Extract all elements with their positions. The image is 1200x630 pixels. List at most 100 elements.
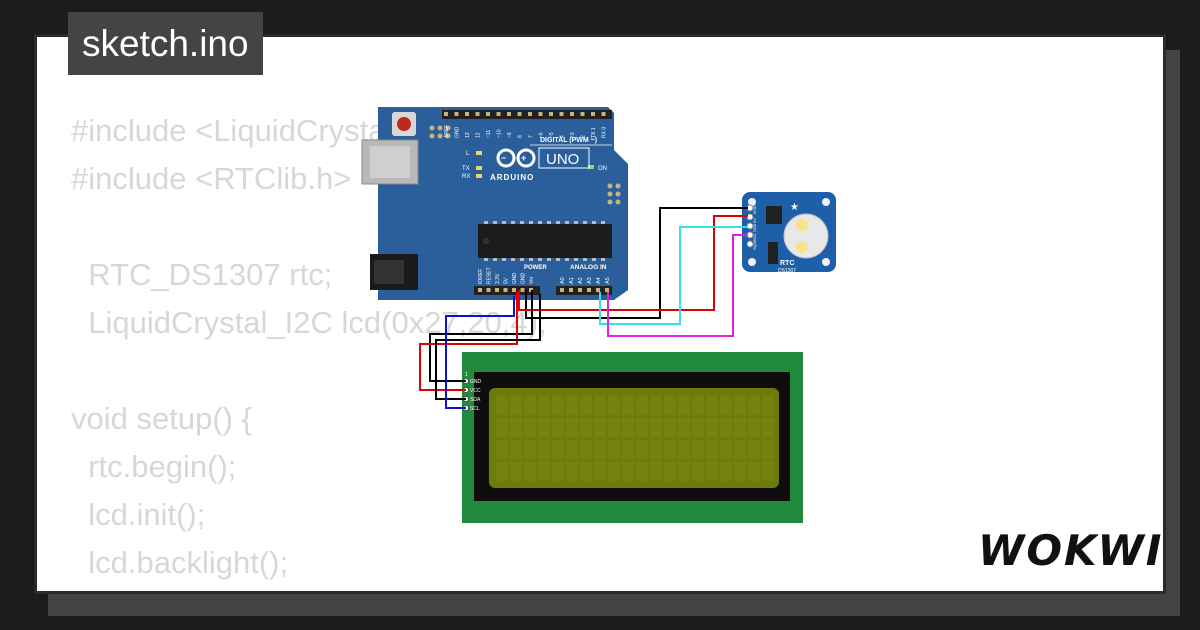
lcd-cell <box>678 440 690 459</box>
lcd-cell <box>566 462 578 481</box>
digital-pin[interactable] <box>549 112 553 116</box>
power-jack-inner <box>374 260 404 284</box>
lcd-cell <box>538 462 550 481</box>
lcd-cell <box>594 396 606 415</box>
digital-header[interactable] <box>442 110 612 119</box>
digital-pin[interactable] <box>559 112 564 116</box>
power-pin-label: 5V <box>504 277 510 284</box>
digital-pin[interactable] <box>465 112 469 116</box>
chip-leg <box>574 258 578 261</box>
lcd-cell <box>678 418 690 437</box>
wire-5v-rtc[interactable] <box>518 215 748 311</box>
rtc-pin-label: GND <box>752 205 757 214</box>
analog-header[interactable] <box>556 286 612 295</box>
reset-button-cap[interactable] <box>397 117 411 131</box>
digital-pin[interactable] <box>591 112 595 116</box>
lcd-cell <box>552 440 564 459</box>
icsp-header-2 <box>607 183 621 205</box>
lcd-cell <box>622 396 634 415</box>
lcd-cell <box>650 440 662 459</box>
digital-pin[interactable] <box>517 112 522 116</box>
digital-pin-label: GND <box>455 127 461 139</box>
lcd-cell <box>496 440 508 459</box>
rtc-pins[interactable] <box>746 204 754 248</box>
code-line: void setup() { <box>71 401 252 436</box>
analog-pin[interactable] <box>587 288 591 292</box>
rx-led <box>476 174 482 178</box>
chip-legs <box>484 221 605 261</box>
chip-leg <box>529 221 533 224</box>
chip-leg <box>556 258 560 261</box>
digital-pin[interactable] <box>601 112 606 116</box>
digital-pin[interactable] <box>486 112 490 116</box>
lcd-cell <box>552 418 564 437</box>
arduino-brand-label: ARDUINO <box>490 173 534 182</box>
power-pin[interactable] <box>503 288 508 292</box>
digital-pin-label: 4 <box>560 135 566 138</box>
chip-leg <box>484 221 488 224</box>
power-pin[interactable] <box>520 288 525 292</box>
l-led-label: L <box>466 151 470 157</box>
lcd-cell <box>678 462 690 481</box>
lcd-cell <box>650 462 662 481</box>
power-pin[interactable] <box>486 288 491 292</box>
lcd-cell <box>524 462 536 481</box>
digital-pin[interactable] <box>496 112 501 116</box>
power-pin[interactable] <box>512 288 516 292</box>
lcd-cell <box>762 396 774 415</box>
analog-pin[interactable] <box>560 288 564 292</box>
chip-leg <box>502 258 506 261</box>
lcd-cell <box>580 418 592 437</box>
power-pin[interactable] <box>478 288 482 292</box>
analog-pin-label: A2 <box>578 277 584 284</box>
lcd-cell <box>650 418 662 437</box>
lcd-cell <box>706 418 718 437</box>
digital-pin[interactable] <box>570 112 574 116</box>
wire-scl-lcd[interactable] <box>445 296 515 409</box>
lcd-cell <box>664 418 676 437</box>
analog-pin[interactable] <box>578 288 582 292</box>
chip-leg <box>484 258 488 261</box>
power-pin-label: IOREF <box>478 269 484 284</box>
lcd-cell <box>720 396 732 415</box>
analog-pin[interactable] <box>569 288 573 292</box>
digital-pin[interactable] <box>507 112 511 116</box>
power-pin[interactable] <box>495 288 499 292</box>
digital-pin[interactable] <box>454 112 459 116</box>
lcd-cell <box>762 440 774 459</box>
lcd-pin-label: SDA <box>470 397 481 403</box>
digital-pin[interactable] <box>538 112 543 116</box>
chip-leg <box>565 221 569 224</box>
wire-gnd-lcd[interactable] <box>429 290 533 382</box>
rtc-pin[interactable] <box>746 240 754 248</box>
rtc-crystal <box>768 242 778 264</box>
uno-model-label: UNO <box>546 151 579 168</box>
digital-pin[interactable] <box>580 112 585 116</box>
lcd-cell <box>566 418 578 437</box>
digital-pin[interactable] <box>444 112 448 116</box>
rtc-pin-label: SCL <box>752 232 757 241</box>
code-line: RTC_DS1307 rtc; <box>71 257 333 292</box>
digital-pin-label: AREF <box>444 125 450 138</box>
chip-leg <box>511 221 515 224</box>
chip-leg <box>547 221 551 224</box>
chip-leg <box>601 258 605 261</box>
rtc-chip-label: DS1307 <box>778 268 796 274</box>
analog-pin-label: A3 <box>587 277 593 284</box>
analog-pin[interactable] <box>605 288 609 292</box>
wire-gnd-rtc[interactable] <box>525 207 748 319</box>
digital-pin-label: ~10 <box>497 129 503 138</box>
digital-pin[interactable] <box>528 112 532 116</box>
wire-scl-rtc[interactable] <box>607 234 748 337</box>
chip-leg <box>538 258 542 261</box>
digital-pin[interactable] <box>475 112 480 116</box>
wire-sda-rtc[interactable] <box>599 226 748 325</box>
lcd-cell <box>734 462 746 481</box>
coin-contact-1 <box>796 219 808 231</box>
analog-pin[interactable] <box>596 288 600 292</box>
lcd-character-cells <box>496 396 774 481</box>
lcd-cell <box>608 440 620 459</box>
